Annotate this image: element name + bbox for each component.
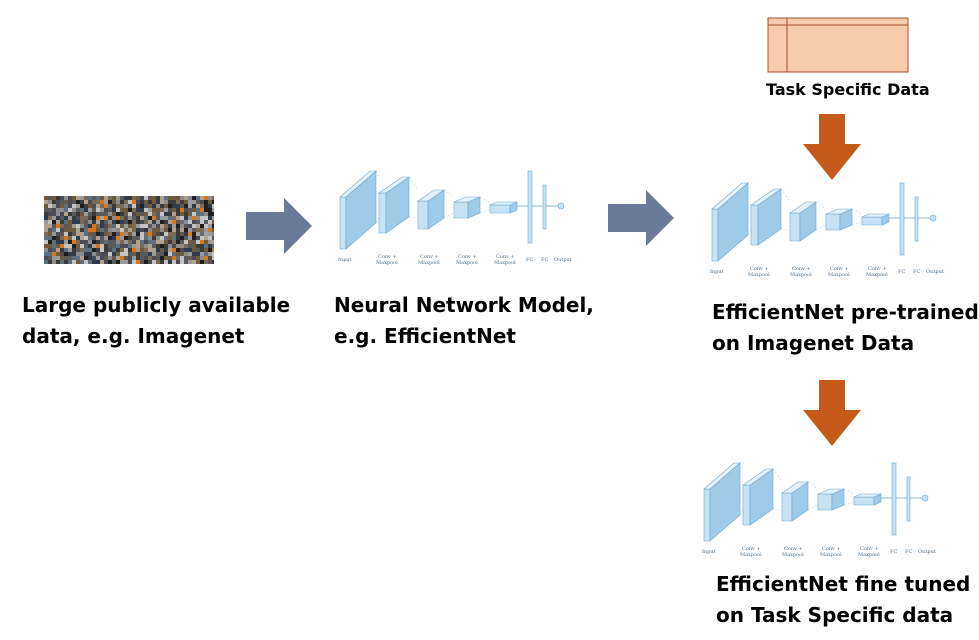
fc-layer-1	[527, 170, 533, 244]
imagenet-data-caption: Large publicly available data, e.g. Imag…	[22, 293, 291, 348]
pretrained-caption: EfficientNet pre-trained on Imagenet Dat…	[712, 300, 979, 355]
conv-layer-1	[742, 468, 774, 526]
conv-layer-4	[861, 213, 890, 226]
conv-label: Conv +	[830, 266, 849, 272]
down-arrow-icon	[803, 114, 861, 180]
conv-layer-3	[817, 488, 845, 511]
maxpool-label: Maxpool	[418, 260, 440, 266]
maxpool-label: Maxpool	[456, 260, 478, 266]
fc-label: FC	[526, 257, 533, 263]
fc-layer-2	[906, 476, 911, 522]
input-layer	[703, 462, 741, 542]
conv-label: Conv +	[378, 254, 397, 260]
maxpool-label: Maxpool	[820, 552, 842, 558]
conv-label: Conv +	[750, 266, 769, 272]
model-caption: Neural Network Model, e.g. EfficientNet	[334, 293, 594, 348]
conv-label: Conv +	[742, 546, 761, 552]
input-label: Input	[702, 549, 716, 555]
conv-layer-2	[789, 201, 817, 242]
maxpool-label: Maxpool	[494, 260, 516, 266]
maxpool-label: Maxpool	[828, 272, 850, 278]
maxpool-label: Maxpool	[748, 272, 770, 278]
fc-label: FC	[913, 269, 920, 275]
conv-label: Conv +	[868, 266, 887, 272]
conv-label: Conv +	[420, 254, 439, 260]
down-arrow-icon	[803, 380, 861, 446]
fc-label: FC	[905, 549, 912, 555]
right-arrow-icon	[608, 190, 674, 246]
conv-label: Conv +	[458, 254, 477, 260]
conv-layer-1	[378, 176, 410, 234]
conv-layer-1	[750, 188, 782, 246]
input-label: Input	[338, 257, 352, 263]
fc-label: FC	[541, 257, 548, 263]
conv-layer-2	[417, 189, 445, 230]
fc-layer-2	[542, 184, 547, 230]
maxpool-label: Maxpool	[740, 552, 762, 558]
fc-layer-1	[891, 462, 897, 536]
conv-layer-4	[489, 201, 518, 214]
input-layer	[339, 170, 377, 250]
maxpool-label: Maxpool	[782, 552, 804, 558]
fc-label: FC	[898, 269, 905, 275]
maxpool-label: Maxpool	[376, 260, 398, 266]
conv-layer-3	[453, 196, 481, 219]
maxpool-label: Maxpool	[866, 272, 888, 278]
conv-layer-2	[781, 481, 809, 522]
input-layer	[711, 182, 749, 262]
input-label: Input	[710, 269, 724, 275]
conv-label: Conv +	[822, 546, 841, 552]
right-arrow-icon	[246, 198, 312, 254]
conv-label: Conv +	[784, 546, 803, 552]
conv-layer-3	[825, 208, 853, 231]
fc-layer-1	[899, 182, 905, 256]
finetuned-caption: EfficientNet fine tuned on Task Specific…	[716, 572, 971, 627]
fc-label: FC	[890, 549, 897, 555]
conv-label: Conv +	[860, 546, 879, 552]
conv-layer-4	[853, 493, 882, 506]
maxpool-label: Maxpool	[790, 272, 812, 278]
fc-layer-2	[914, 196, 919, 242]
output-label: Output	[926, 269, 944, 275]
output-label: Output	[554, 257, 572, 263]
task-data-table-icon	[767, 17, 909, 73]
maxpool-label: Maxpool	[858, 552, 880, 558]
output-node	[929, 214, 937, 222]
task-data-label: Task Specific Data	[766, 80, 930, 99]
output-label: Output	[918, 549, 936, 555]
output-node	[557, 202, 565, 210]
conv-label: Conv +	[792, 266, 811, 272]
conv-label: Conv +	[496, 254, 515, 260]
output-node	[921, 494, 929, 502]
imagenet-mosaic-image	[44, 196, 214, 264]
